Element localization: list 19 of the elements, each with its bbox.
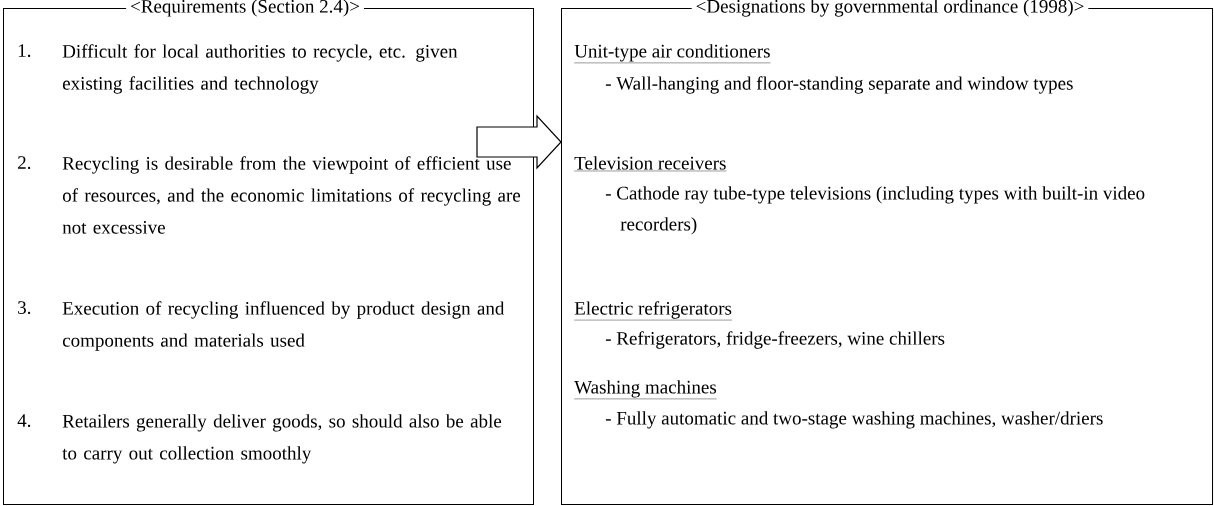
category-heading: Unit-type air conditioners [574, 44, 771, 64]
box-title: <Designations by governmental ordinance (1998)> [691, 0, 1089, 18]
box-title: <Requirements (Section 2.4)> [126, 0, 364, 18]
list-item: Execution of recycling influenced by product design and components and materials used [62, 301, 505, 351]
list-item: Difficult for local authorities to recycle, etc. given existing facilities and technology [62, 44, 458, 94]
category-description: - Wall-hanging and floor-standing separate and window types [605, 76, 1073, 94]
category-heading: Electric refrigerators [574, 301, 733, 321]
category-description: - Cathode ray tube-type televisions (including types with built-in video recorders) [605, 186, 1145, 235]
item-number: 4. [17, 414, 31, 427]
list-item: Recycling is desirable from the viewpoint of efficient use of resources, and the economic limitations of recycling are not excessive [62, 156, 521, 234]
category-description: - Refrigerators, fridge-freezers, wine chillers [605, 331, 945, 349]
item-number: 1. [18, 44, 31, 57]
item-number: 2. [18, 156, 31, 170]
item-number: 3. [18, 301, 31, 315]
block-arrow [476, 114, 562, 170]
category-heading: Television receivers [574, 156, 727, 172]
category-description: - Fully automatic and two-stage washing machines, washer/driers [605, 411, 1103, 429]
list-item: Retailers generally deliver goods, so should also be able to carry out collection smoothly [62, 414, 502, 464]
category-heading: Washing machines [574, 380, 717, 400]
